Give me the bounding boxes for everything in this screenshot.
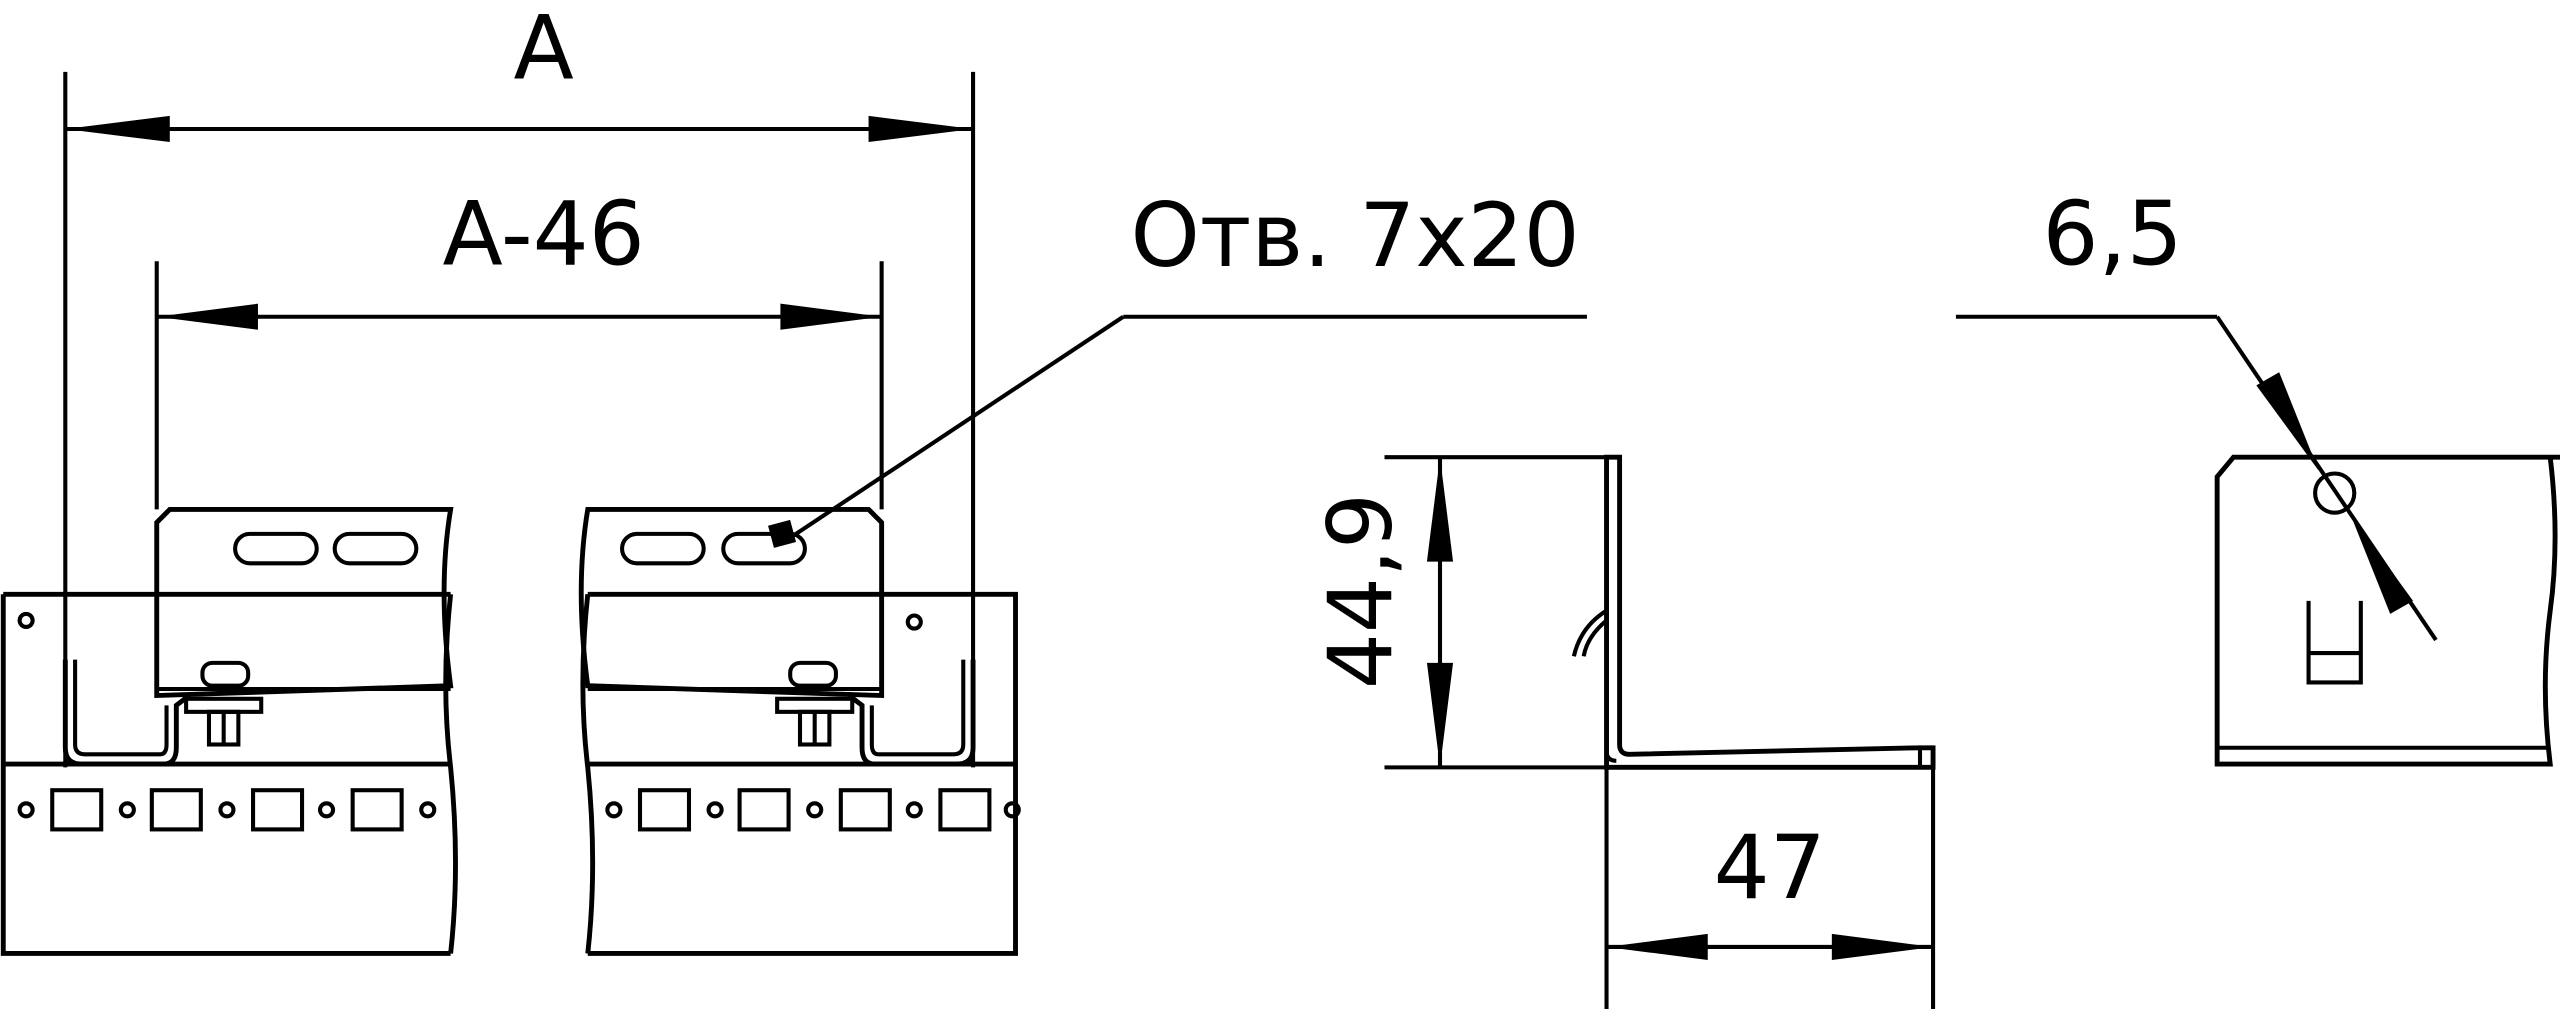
arrow-a-left	[65, 115, 170, 143]
dimension-label-65: 6,5	[2043, 183, 2183, 286]
slot-icon	[2306, 600, 2363, 685]
bolt-icon	[775, 660, 855, 747]
connector-plate-right	[578, 506, 885, 699]
connector-plate-left	[154, 506, 454, 699]
perforation-row-left	[17, 788, 437, 832]
leader-line-hole	[792, 315, 1125, 538]
tray-wall-left	[62, 659, 191, 767]
perforation-row-right	[605, 788, 1021, 832]
slot-icon	[233, 531, 319, 566]
tray-outline-left	[0, 594, 451, 956]
arrow-449-bottom	[1426, 662, 1454, 768]
arrow-47-left	[1606, 933, 1708, 961]
hole-icon	[2313, 471, 2357, 515]
arrow-47-right	[1831, 933, 1934, 961]
arrow-65-bottom	[2351, 515, 2414, 614]
hole-note-label: Отв. 7x20	[1131, 184, 1580, 287]
tray-hole-icon	[905, 613, 923, 631]
arrow-a46-right	[780, 303, 882, 330]
bracket-profile	[1604, 454, 1936, 770]
detail-plate	[2214, 454, 2560, 767]
dimension-label-449: 44,9	[1309, 493, 1412, 689]
slot-icon	[620, 531, 706, 566]
arrow-449-top	[1426, 457, 1454, 562]
dimension-label-47: 47	[1714, 816, 1826, 919]
bolt-icon	[184, 660, 264, 747]
tray-outline-right	[587, 591, 1018, 956]
slot-icon	[721, 531, 807, 566]
bracket-tab	[1571, 608, 1608, 657]
front-view: A A-46 Отв. 7x20	[0, 0, 1587, 956]
slot-icon	[332, 531, 419, 566]
arrow-65-top	[2256, 372, 2319, 471]
dimension-label-a: A	[514, 0, 574, 99]
arrow-a-right	[868, 115, 974, 143]
tray-wall-right	[847, 659, 976, 767]
tray-hole-icon	[17, 611, 35, 629]
arrow-a46-left	[156, 303, 258, 330]
side-view: 44,9 47	[1309, 454, 1936, 1009]
detail-view: 6,5	[1955, 183, 2560, 767]
dimension-label-a46: A-46	[442, 183, 644, 286]
